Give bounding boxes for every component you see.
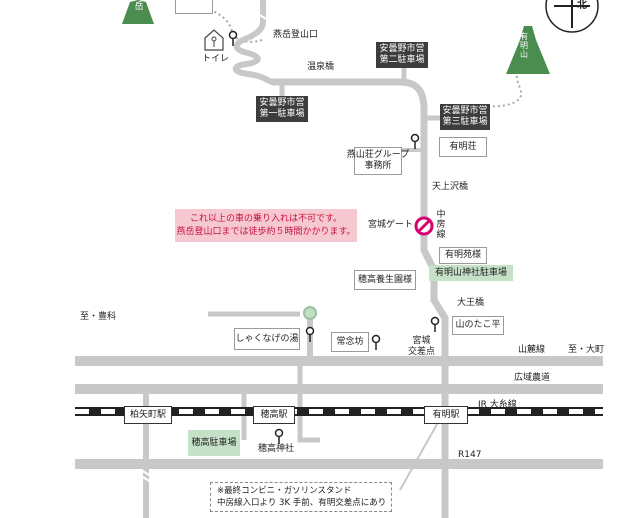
koiki-road-band — [75, 384, 603, 394]
convenience-store-note: ※最終コンビニ・ガソリンスタンド 中房線入口より 3K 手前、有明交差点にあり — [210, 482, 392, 512]
ariakeso-box: 有明荘 — [439, 137, 487, 157]
miyagi-intersection-line1: 宮城 — [412, 336, 431, 346]
nakabusa-line-label: 中房線 — [436, 210, 446, 240]
shakunage-pin-icon — [305, 326, 315, 342]
miyagi-intersection-label: 宮城 交差点 — [408, 336, 435, 358]
onsen-marker-icon — [303, 306, 317, 320]
parking-3-line1: 安曇野市営 — [442, 106, 488, 116]
trail-left — [204, 7, 263, 43]
note-line2: 中房線入口より 3K 手前、有明交差点にあり — [217, 498, 387, 508]
warning-line2: 燕岳登山口までは徒歩約５時間かかります。 — [176, 226, 356, 237]
tsubakuro-mountain-icon — [122, 0, 154, 24]
trailhead-pin-icon — [228, 30, 238, 46]
parking-2-line2: 第二駐車場 — [379, 55, 425, 65]
ariakeyama-shrine-parking: 有明山神社駐車場 — [429, 265, 513, 281]
sanroku-line-label: 山麓線 — [518, 345, 546, 355]
hotaka-station: 穂高駅 — [253, 406, 295, 424]
yamanotakodaira-box: 山のたこ平 — [452, 316, 504, 335]
toilet-icon — [204, 29, 224, 51]
compass-icon — [545, 0, 599, 33]
ariake-station: 有明駅 — [424, 406, 468, 424]
tsubakuro-mountain-label: 岳 — [134, 2, 144, 12]
toilet-label: トイレ — [202, 54, 230, 64]
parking-1-line2: 第一駐車場 — [259, 109, 305, 119]
parking-2-line1: 安曇野市営 — [379, 44, 425, 54]
local-road-c — [297, 366, 320, 443]
sanroku-line-road — [75, 356, 603, 366]
no-entry-warning: これ以上の車の乗り入れは不可です。 燕岳登山口までは徒歩約５時間かかります。 — [175, 209, 357, 242]
onsen-bridge-label: 温泉橋 — [307, 62, 335, 72]
koiki-road-label: 広域農道 — [514, 373, 551, 383]
parking-3-sign: 安曇野市営 第三駐車場 — [440, 104, 490, 130]
warning-line1: これ以上の車の乗り入れは不可です。 — [189, 213, 343, 224]
office-line2: 事務所 — [364, 161, 392, 171]
r147-road — [75, 459, 603, 469]
ariake-mountain-label: 有明山 — [520, 32, 528, 59]
office-pin-icon — [410, 133, 420, 149]
jonenbo-box: 常念坊 — [331, 332, 369, 352]
shakunage-onsen-box: しゃくなげの湯 — [234, 328, 300, 350]
r147-label: R147 — [458, 450, 482, 460]
daio-bridge-label: 大王橋 — [457, 298, 485, 308]
yamanotakodaira-pin-icon — [430, 316, 440, 332]
ariakeen-box: 有明苑様 — [439, 247, 487, 264]
hotaka-shrine-label: 穂高神社 — [258, 444, 295, 454]
ariake-mountain-icon — [506, 26, 550, 74]
road-break-2 — [257, 13, 269, 21]
parking-3-line2: 第三駐車場 — [442, 117, 488, 127]
trailhead-label: 燕岳登山口 — [273, 30, 319, 40]
office-line1: 燕山荘グループ — [346, 150, 410, 160]
hotaka-yoseien-box: 穂高養生園様 — [354, 270, 416, 290]
no-entry-gate-icon — [414, 216, 434, 236]
switchback-road — [232, 35, 300, 85]
top-facility-box — [175, 0, 213, 14]
tenjosawa-bridge-label: 天上沢橋 — [432, 182, 469, 192]
parking-2-sign: 安曇野市営 第二駐車場 — [376, 42, 428, 68]
miyagi-gate-label: 宮城ゲート — [368, 220, 414, 230]
to-toyoshina-label: 至・豊科 — [80, 312, 117, 322]
trail-right — [467, 67, 523, 109]
parking-1-sign: 安曇野市営 第一駐車場 — [256, 96, 308, 122]
hotaka-parking: 穂高駐車場 — [188, 430, 240, 456]
compass-north-label: 北 — [577, 0, 587, 11]
tsubakuro-group-office-box: 燕山荘グループ 事務所 — [347, 147, 409, 175]
parking-1-line1: 安曇野市営 — [259, 98, 305, 108]
miyagi-intersection-line2: 交差点 — [408, 347, 436, 357]
to-omachi-label: 至・大町 — [568, 345, 605, 355]
road-break-1 — [140, 469, 152, 483]
jr-line-label: JR 大糸線 — [478, 400, 517, 410]
mountain-road-top — [246, 0, 267, 41]
note-line1: ※最終コンビニ・ガソリンスタンド — [217, 486, 352, 496]
jonenbo-pin-icon — [371, 334, 381, 350]
hotaka-shrine-pin-icon — [274, 428, 284, 444]
kashiwayacho-station: 柏矢町駅 — [124, 406, 172, 424]
